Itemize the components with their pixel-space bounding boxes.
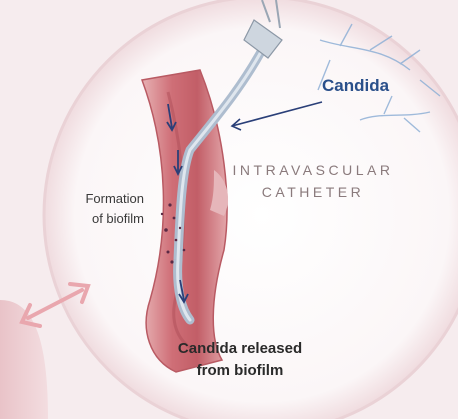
catheter-label-line-1: INTRAVASCULAR (213, 159, 413, 181)
biofilm-label-line-1: Formation (26, 189, 144, 209)
biofilm-label-line-2: of biofilm (26, 209, 144, 229)
candida-released-label: Candida released from biofilm (142, 338, 338, 382)
catheter-label: INTRAVASCULAR CATHETER (213, 159, 413, 203)
candida-label: Candida (322, 76, 389, 96)
catheter-label-line-2: CATHETER (213, 181, 413, 203)
released-label-line-2: from biofilm (142, 360, 338, 382)
biofilm-formation-label: Formation of biofilm (26, 189, 144, 229)
released-label-line-1: Candida released (142, 338, 338, 360)
